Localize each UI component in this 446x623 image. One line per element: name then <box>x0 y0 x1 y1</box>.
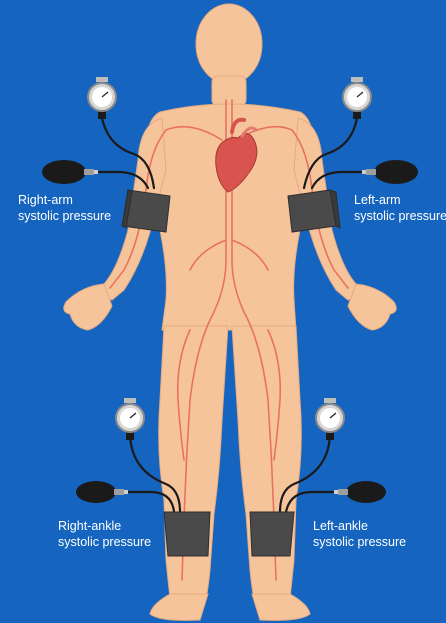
right-arm-label: Right-arm systolic pressure <box>18 192 111 224</box>
left-arm-label-line1: Left-arm <box>354 192 446 208</box>
left-ankle-label-line2: systolic pressure <box>313 534 406 550</box>
left-arm-label-line2: systolic pressure <box>354 208 446 224</box>
right-ankle-label-line2: systolic pressure <box>58 534 151 550</box>
right-arm-label-line2: systolic pressure <box>18 208 111 224</box>
right-arm-label-line1: Right-arm <box>18 192 111 208</box>
right-ankle-label: Right-ankle systolic pressure <box>58 518 151 550</box>
left-ankle-label-line1: Left-ankle <box>313 518 406 534</box>
right-ankle-label-line1: Right-ankle <box>58 518 151 534</box>
left-arm-label: Left-arm systolic pressure <box>354 192 446 224</box>
left-ankle-label: Left-ankle systolic pressure <box>313 518 406 550</box>
